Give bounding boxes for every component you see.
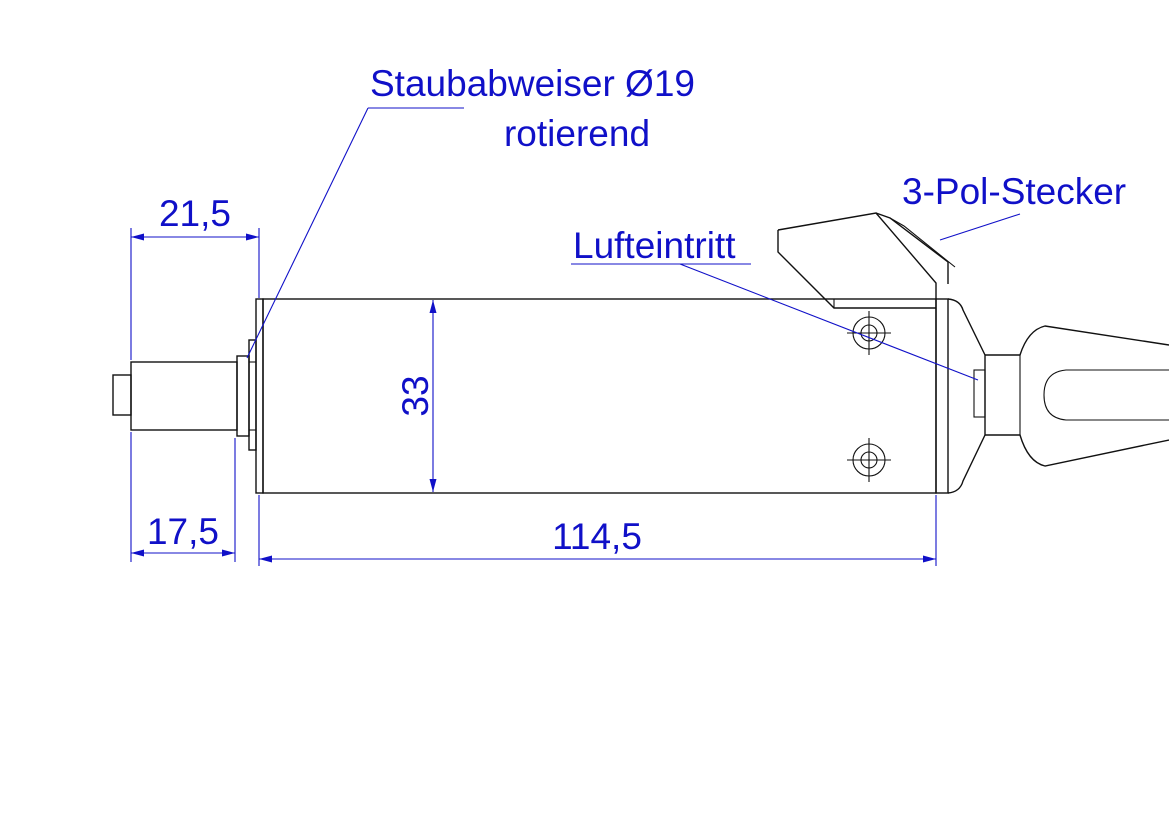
label-air-inlet: Lufteintritt (573, 225, 736, 266)
mounting-hole-bottom (847, 438, 891, 482)
dimension-label-body-length: 114,5 (552, 516, 642, 557)
cable-gland (985, 325, 1169, 356)
mounting-hole-top (847, 311, 891, 355)
end-cone (947, 298, 986, 494)
dimension-label-body-height: 33 (395, 375, 436, 416)
label-dust-shield-line2: rotierend (504, 113, 650, 154)
dimension-label-shaft-bottom: 17,5 (147, 511, 219, 552)
dimension-body-length: 114,5 (258, 495, 937, 566)
dust-shield-ring (236, 355, 250, 437)
rear-flange (935, 298, 949, 494)
shaft-tip (112, 374, 132, 416)
dust-shield-disc (248, 339, 257, 451)
connector-body (777, 212, 956, 309)
dimension-label-shaft-top: 21,5 (159, 193, 231, 234)
dimension-body-height: 33 (395, 300, 437, 492)
dimension-shaft-top: 21,5 (130, 193, 260, 360)
motor-body (262, 298, 937, 494)
hose-slot (1043, 369, 1169, 421)
air-inlet-slot (973, 369, 986, 418)
label-dust-shield-line1: Staubabweiser Ø19 (370, 63, 695, 104)
shaft (130, 361, 238, 431)
dimension-shaft-bottom: 17,5 (130, 432, 236, 562)
motor-part (112, 212, 1169, 494)
callout-connector: 3-Pol-Stecker (902, 171, 1126, 241)
callout-dust-shield: Staubabweiser Ø19 rotierend (246, 63, 695, 359)
callout-air-inlet: Lufteintritt (571, 225, 979, 381)
label-connector: 3-Pol-Stecker (902, 171, 1126, 212)
